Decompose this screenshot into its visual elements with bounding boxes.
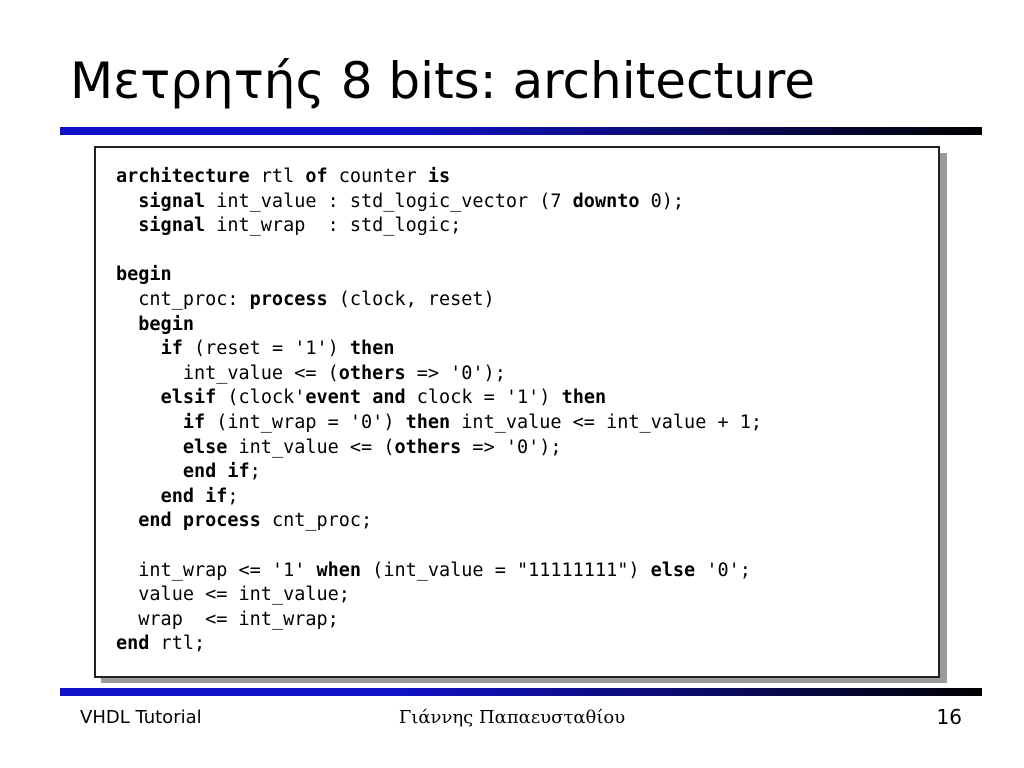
code-text bbox=[116, 461, 183, 482]
footer-author: Γιάννης Παπαευσταθίου bbox=[398, 707, 626, 728]
code-text: => '0'); bbox=[405, 362, 506, 384]
code-keyword: end process bbox=[138, 510, 261, 532]
code-line bbox=[116, 239, 762, 264]
code-line: if (int_wrap = '0') then int_value <= in… bbox=[116, 411, 762, 436]
code-text bbox=[116, 215, 138, 236]
code-line: wrap <= int_wrap; bbox=[116, 608, 762, 633]
code-keyword: begin bbox=[116, 264, 172, 286]
code-keyword: and bbox=[372, 387, 406, 409]
slide-title: Μετρητής 8 bits: architecture bbox=[70, 52, 815, 110]
code-keyword: of bbox=[305, 166, 328, 187]
code-keyword: begin bbox=[138, 313, 194, 335]
code-text: int_value <= int_value + 1; bbox=[450, 411, 763, 433]
code-keyword: downto bbox=[572, 190, 640, 212]
code-text: (int_wrap = '0') bbox=[205, 411, 406, 433]
code-keyword: then bbox=[349, 338, 395, 360]
code-line: begin bbox=[116, 313, 762, 338]
code-text: (clock' bbox=[216, 387, 306, 409]
code-text: => '0'); bbox=[461, 436, 562, 458]
code-text: (clock, reset) bbox=[327, 288, 495, 310]
bottom-divider bbox=[60, 688, 982, 696]
code-line bbox=[116, 534, 762, 559]
code-keyword: elsif bbox=[160, 387, 217, 409]
code-text: rtl bbox=[249, 166, 306, 187]
code-keyword: else bbox=[182, 436, 228, 458]
code-keyword: architecture bbox=[116, 166, 250, 187]
code-text: int_wrap <= '1' bbox=[116, 559, 317, 581]
code-keyword: end if bbox=[160, 485, 228, 507]
code-text: (reset = '1') bbox=[182, 338, 350, 360]
code-keyword: signal bbox=[138, 190, 206, 212]
code-text: int_wrap : std_logic; bbox=[205, 215, 462, 237]
code-text bbox=[116, 191, 138, 212]
code-line: end process cnt_proc; bbox=[116, 509, 762, 534]
code-text: clock = '1') bbox=[405, 387, 562, 409]
code-text: int_value <= ( bbox=[227, 436, 395, 458]
code-line: cnt_proc: process (clock, reset) bbox=[116, 288, 762, 313]
footer-course-title: VHDL Tutorial bbox=[80, 707, 202, 728]
code-text: wrap <= int_wrap; bbox=[116, 608, 339, 630]
code-text bbox=[116, 338, 161, 359]
code-keyword: end if bbox=[182, 461, 250, 483]
code-keyword: is bbox=[427, 166, 451, 187]
code-text: (int_value = "11111111") bbox=[361, 559, 651, 581]
code-line: signal int_wrap : std_logic; bbox=[116, 214, 762, 239]
code-keyword: signal bbox=[138, 215, 206, 237]
code-text bbox=[116, 510, 138, 531]
code-line: end if; bbox=[116, 485, 762, 510]
code-text: cnt_proc: bbox=[116, 288, 250, 310]
code-keyword: then bbox=[561, 387, 607, 409]
code-keyword: if bbox=[182, 411, 206, 433]
code-keyword: others bbox=[394, 436, 462, 458]
code-line: int_value <= (others => '0'); bbox=[116, 362, 762, 387]
code-text: ; bbox=[249, 461, 261, 483]
code-keyword: when bbox=[316, 559, 362, 581]
code-text bbox=[116, 314, 138, 335]
code-text: int_value <= ( bbox=[116, 362, 339, 384]
code-keyword: then bbox=[405, 411, 451, 433]
top-divider bbox=[60, 127, 982, 135]
code-line: value <= int_value; bbox=[116, 583, 762, 608]
code-text bbox=[361, 387, 372, 408]
code-box: architecture rtl of counter is signal in… bbox=[94, 146, 940, 678]
code-text bbox=[116, 412, 183, 433]
code-line: signal int_value : std_logic_vector (7 d… bbox=[116, 190, 762, 215]
code-text: 0); bbox=[639, 190, 685, 212]
code-line: architecture rtl of counter is bbox=[116, 165, 762, 190]
code-text bbox=[116, 387, 161, 408]
code-text: ; bbox=[227, 485, 239, 507]
vhdl-code-block: architecture rtl of counter is signal in… bbox=[116, 165, 762, 657]
code-keyword: event bbox=[305, 387, 362, 409]
code-line: if (reset = '1') then bbox=[116, 337, 762, 362]
code-text: '0'; bbox=[695, 559, 751, 581]
code-text: rtl; bbox=[149, 633, 206, 655]
code-keyword: process bbox=[249, 288, 328, 310]
code-text: counter bbox=[327, 166, 428, 187]
code-text bbox=[116, 486, 161, 507]
code-keyword: else bbox=[650, 559, 696, 581]
code-line: elsif (clock'event and clock = '1') then bbox=[116, 386, 762, 411]
code-text: int_value : std_logic_vector (7 bbox=[205, 190, 573, 212]
code-line: else int_value <= (others => '0'); bbox=[116, 436, 762, 461]
code-text: cnt_proc; bbox=[260, 510, 373, 532]
code-keyword: if bbox=[160, 338, 183, 360]
code-text bbox=[116, 437, 183, 458]
code-keyword: end bbox=[116, 633, 150, 655]
code-text: value <= int_value; bbox=[116, 584, 350, 606]
code-line: begin bbox=[116, 263, 762, 288]
code-line: end rtl; bbox=[116, 632, 762, 657]
code-line: int_wrap <= '1' when (int_value = "11111… bbox=[116, 559, 762, 584]
page-number: 16 bbox=[936, 705, 962, 729]
code-keyword: others bbox=[338, 362, 406, 384]
code-line: end if; bbox=[116, 460, 762, 485]
